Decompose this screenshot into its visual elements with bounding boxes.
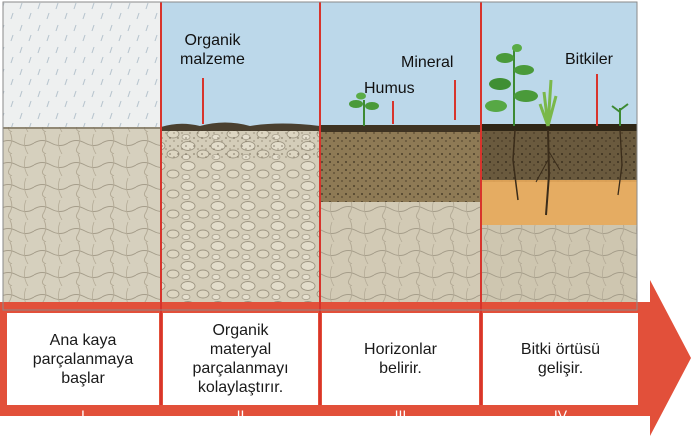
caption-stage-4: Bitki örtüsü gelişir. <box>483 313 638 405</box>
numeral-stage-3: III <box>322 407 479 423</box>
numeral-stage-2: II <box>163 407 318 423</box>
label-humus: Humus <box>364 79 415 98</box>
panel-1-scene <box>3 2 161 310</box>
numeral-stage-4: IV <box>483 407 638 423</box>
caption-stage-3: Horizonlar belirir. <box>322 313 479 405</box>
caption-stage-2: Organik materyal parçalanmayı kolaylaştı… <box>163 313 318 405</box>
label-organic-matter: Organik malzeme <box>180 31 245 69</box>
numeral-stage-1: I <box>7 407 159 423</box>
caption-stage-1: Ana kaya parçalanmaya başlar <box>7 313 159 405</box>
label-mineral: Mineral <box>401 53 453 72</box>
panel-4-scene <box>481 2 637 310</box>
label-plants: Bitkiler <box>565 50 613 69</box>
panel-3-scene <box>320 2 481 310</box>
